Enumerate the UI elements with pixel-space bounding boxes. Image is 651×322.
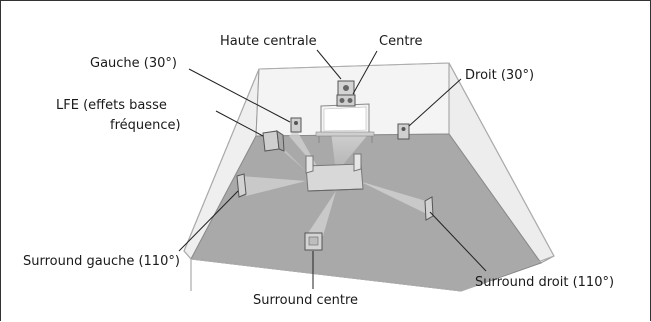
beam-right bbox=[351, 136, 403, 173]
speaker-surround-droit bbox=[424, 196, 434, 221]
label-centre: Centre bbox=[379, 34, 422, 49]
beam-surround-centre bbox=[306, 191, 336, 236]
speaker-surround-gauche bbox=[236, 173, 247, 198]
label-lfe-line1: LFE (effets basse bbox=[56, 98, 167, 113]
label-lfe-line2: fréquence) bbox=[110, 118, 181, 133]
leader-surround-droit bbox=[429, 211, 487, 272]
beam-surround-left bbox=[241, 176, 306, 196]
leader-haute-centrale bbox=[316, 49, 342, 80]
speaker-droit bbox=[397, 123, 410, 140]
label-haute-centrale: Haute centrale bbox=[220, 34, 317, 49]
label-droit: Droit (30°) bbox=[465, 68, 534, 83]
speaker-gauche bbox=[290, 117, 302, 133]
leader-droit bbox=[408, 78, 462, 127]
leader-lfe bbox=[215, 110, 264, 137]
leader-gauche bbox=[188, 68, 291, 123]
label-gauche: Gauche (30°) bbox=[90, 56, 177, 71]
speaker-surround-centre bbox=[304, 232, 323, 251]
speaker-centre bbox=[336, 94, 356, 107]
front-glass bbox=[183, 62, 555, 292]
leader-surround-gauche bbox=[178, 190, 239, 252]
beam-surround-right bbox=[359, 181, 431, 216]
beam-center bbox=[331, 131, 371, 173]
speaker-haute-centrale bbox=[337, 80, 355, 96]
leader-centre bbox=[352, 50, 378, 95]
speaker-lfe bbox=[262, 129, 285, 152]
label-surround-droit: Surround droit (110°) bbox=[475, 275, 614, 290]
sound-beams bbox=[241, 129, 431, 236]
label-surround-gauche: Surround gauche (110°) bbox=[23, 254, 180, 269]
leader-lines bbox=[178, 49, 487, 289]
floor bbox=[190, 133, 542, 292]
label-surround-centre: Surround centre bbox=[253, 293, 358, 308]
sofa bbox=[305, 153, 364, 192]
